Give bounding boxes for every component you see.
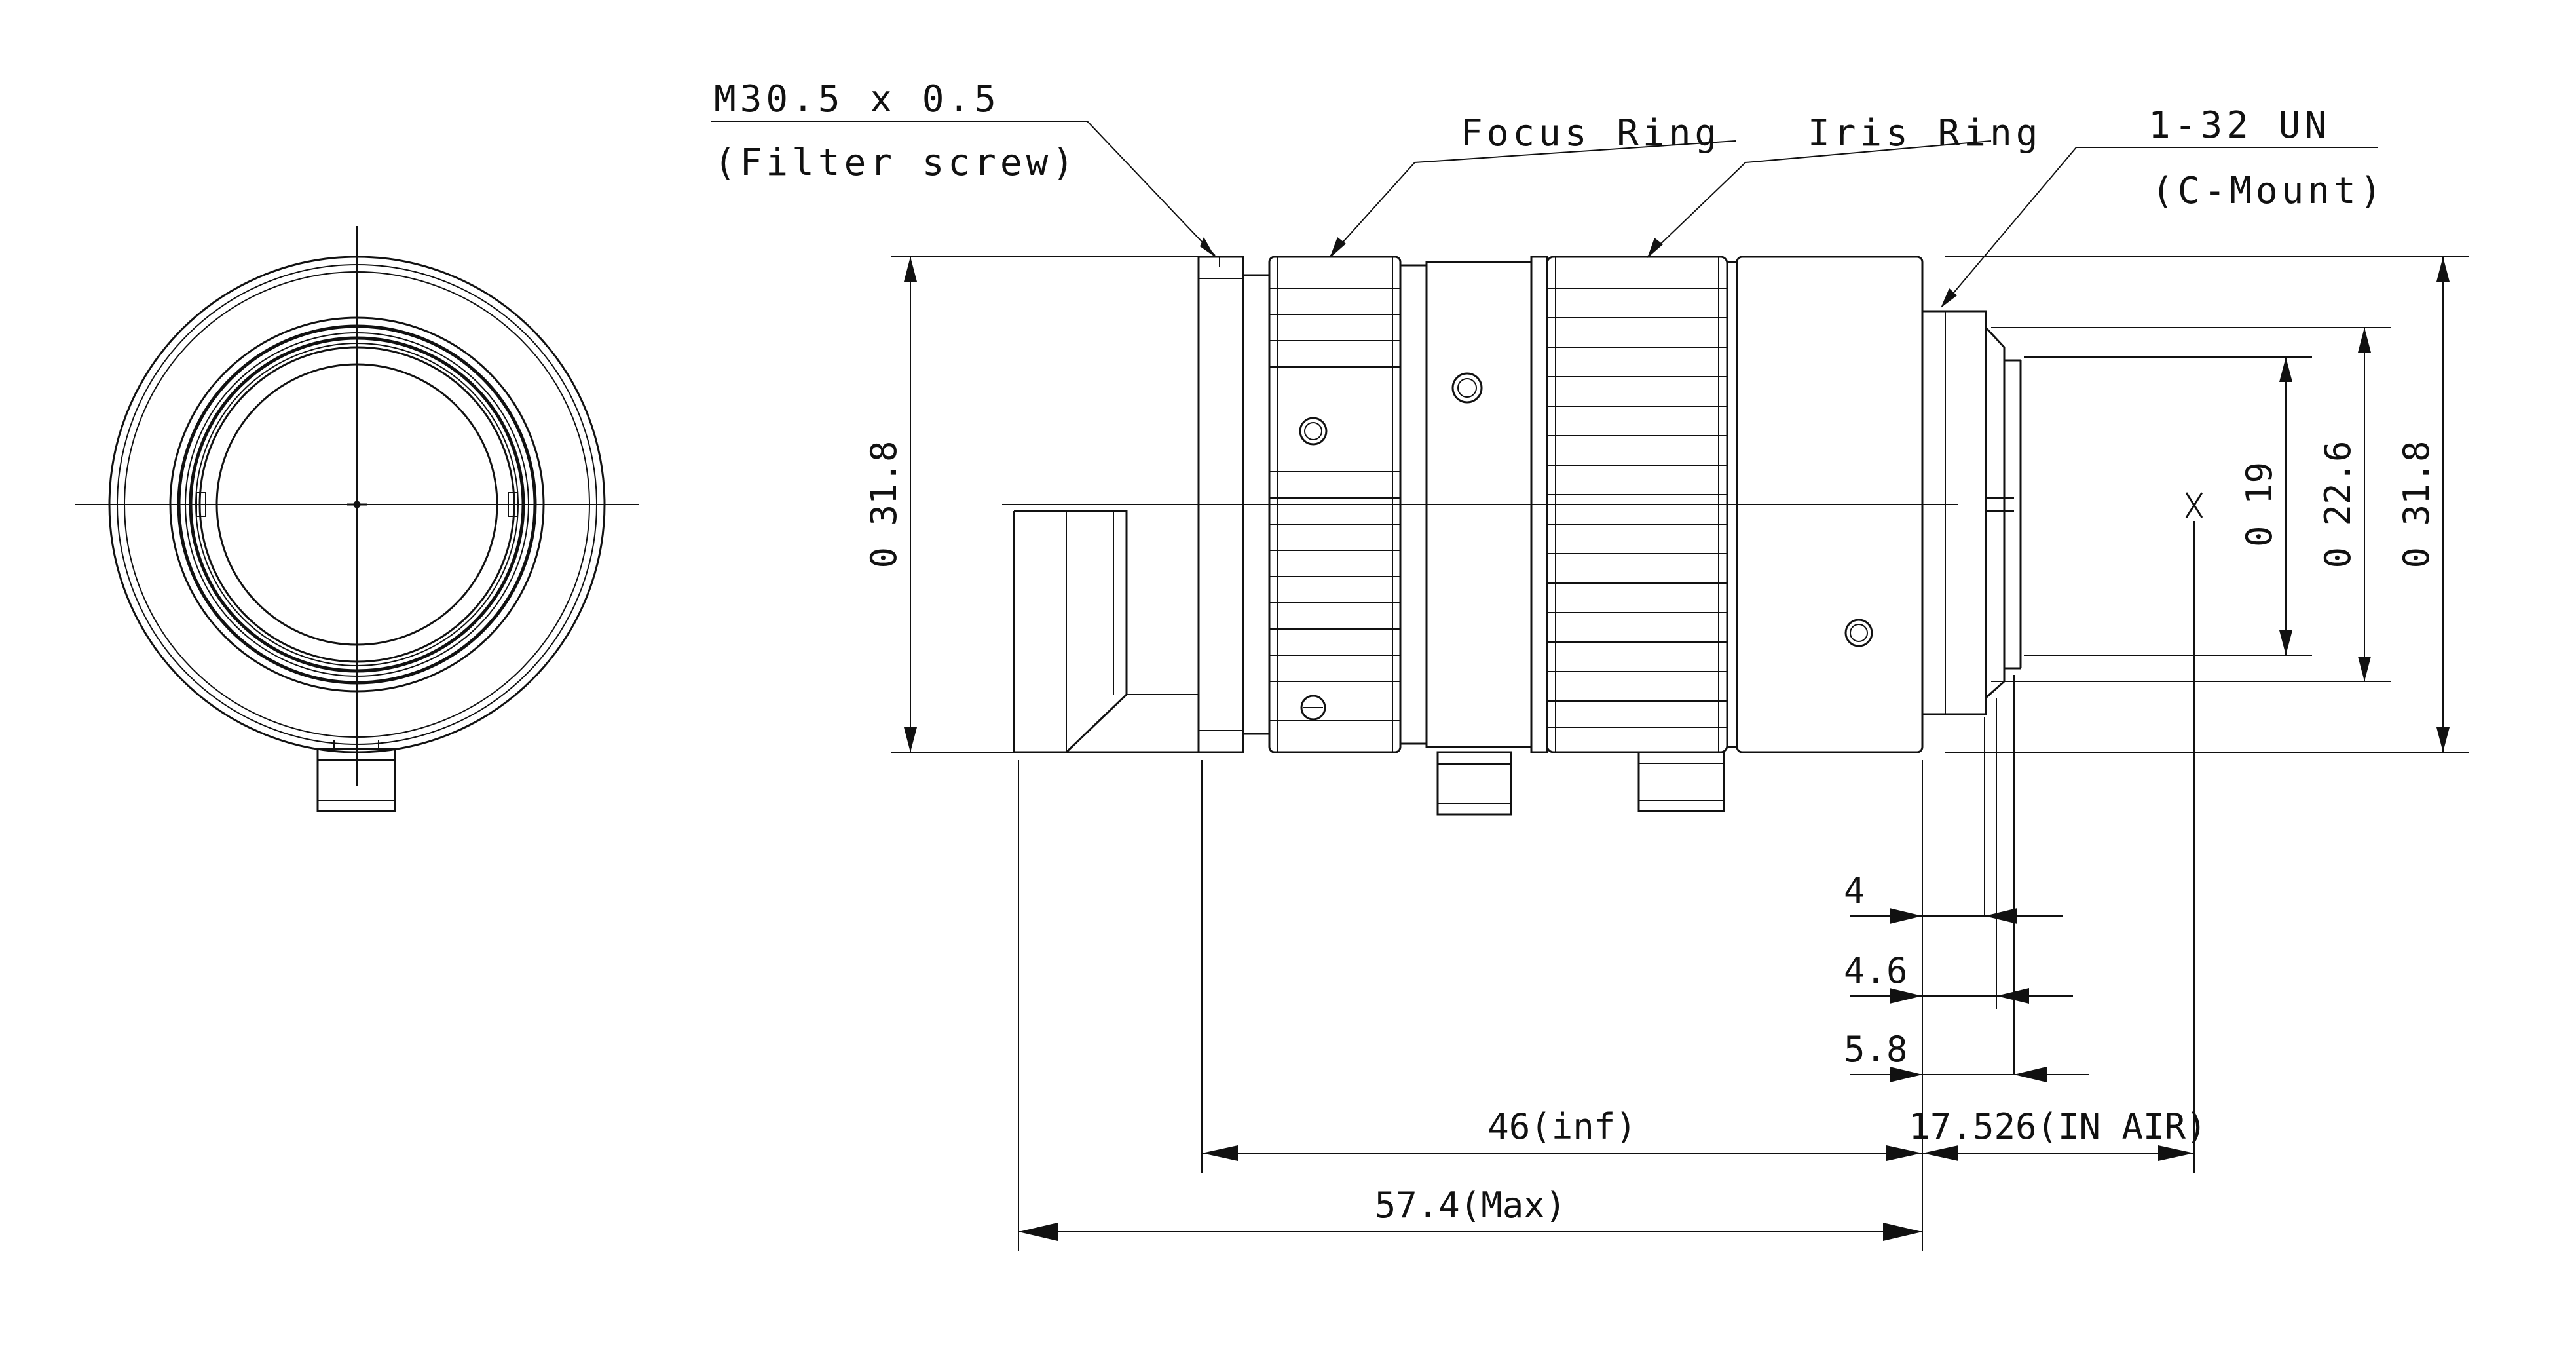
diameter-dimensions [904, 256, 2469, 753]
mount-diameter-label: 0 22.6 [2317, 440, 2359, 568]
focus-screw-hole [1299, 417, 1328, 446]
filter-thread-ring [177, 324, 537, 685]
filter-note-label: (Filter screw) [714, 142, 1078, 184]
total-length-label: 57.4(Max) [1375, 1185, 1567, 1226]
front-outer-ring [108, 256, 606, 753]
length-dimensions [1018, 521, 2195, 1251]
front-glass [215, 363, 498, 646]
annotations: M30.5 x 0.5 (Filter screw) Focus Ring Ir… [714, 78, 2437, 1226]
c-mount [1922, 310, 1987, 715]
rear-diameter-label: 0 31.8 [2396, 440, 2437, 568]
focus-ring-label: Focus Ring [1461, 112, 1721, 155]
rear-barrel [1736, 256, 1924, 753]
front-diameter-label: 0 31.8 [863, 440, 905, 568]
mount-thread-label: 1-32 UN [2148, 104, 2330, 147]
dim-4-label: 4 [1844, 870, 1865, 911]
leader-lines [711, 121, 2378, 308]
side-view [891, 256, 2203, 816]
flange-back-label: 17.526(IN AIR) [1909, 1106, 2207, 1147]
dim-5-8-label: 5.8 [1844, 1029, 1908, 1070]
front-view [75, 226, 639, 812]
collar-lock-screw [1436, 751, 1512, 816]
filter-thread-label: M30.5 x 0.5 [714, 78, 1000, 121]
dim-4-6-label: 4.6 [1844, 950, 1908, 991]
iris-ring-label: Iris Ring [1808, 112, 2042, 155]
iris-lock-screw [1637, 751, 1725, 812]
mount-note-label: (C-Mount) [2152, 170, 2385, 212]
inner-diameter-label: 0 19 [2239, 462, 2280, 547]
focus-ring-body [1268, 256, 1402, 753]
focal-inf-label: 46(inf) [1487, 1106, 1637, 1147]
front-lock-screw [316, 748, 396, 812]
